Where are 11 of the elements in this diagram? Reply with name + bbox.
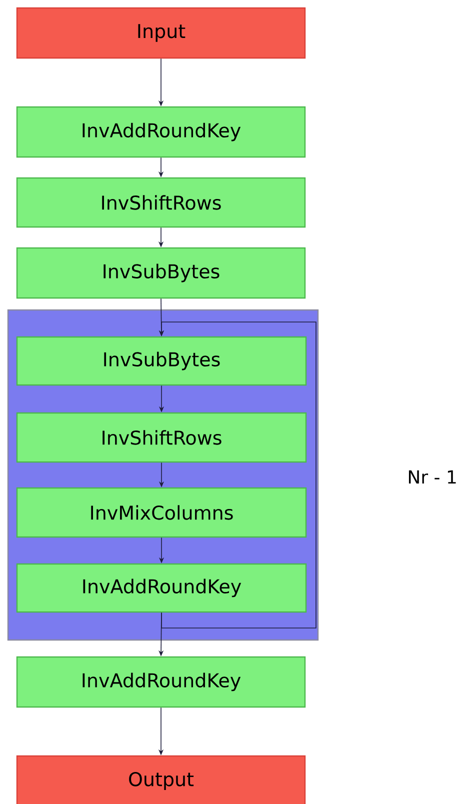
process-box: InvMixColumns	[16, 487, 307, 538]
process-box: InvSubBytes	[16, 247, 306, 299]
io-box: Input	[16, 7, 306, 59]
process-box: InvShiftRows	[16, 412, 307, 463]
process-box: InvShiftRows	[16, 177, 306, 228]
io-box: Output	[16, 755, 306, 804]
count-label: Nr - 1	[408, 470, 456, 484]
process-box: InvAddRoundKey	[16, 563, 307, 613]
process-box: InvAddRoundKey	[16, 106, 306, 158]
process-box: InvAddRoundKey	[16, 656, 306, 708]
process-box: InvSubBytes	[16, 336, 307, 386]
